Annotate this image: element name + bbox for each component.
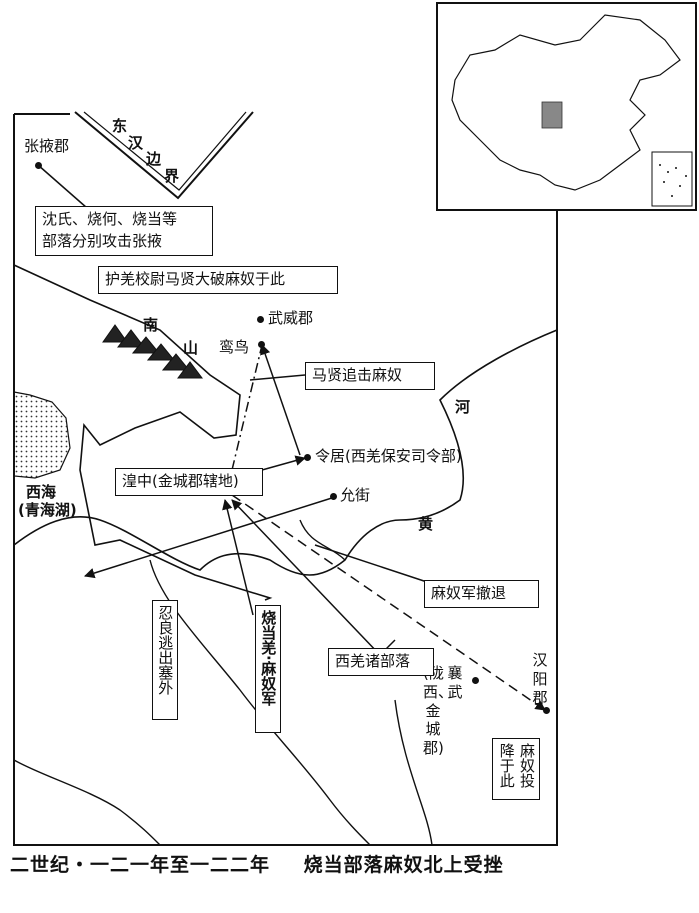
river-label-he: 河 xyxy=(455,398,471,416)
luanniao-dot xyxy=(258,341,265,348)
border-label-1: 东 xyxy=(112,117,128,135)
qinghai-lake xyxy=(13,391,71,479)
river-label-huang: 黄 xyxy=(418,515,434,533)
lingju-label: 令居(西羌保安司令部) xyxy=(315,447,462,465)
lingju-dot xyxy=(304,454,311,461)
inset-highlight xyxy=(541,101,563,129)
maxian-pursue-box: 马贤追击麻奴 xyxy=(305,362,435,390)
east-river xyxy=(394,699,433,846)
route-lines xyxy=(37,164,546,711)
xiangwu-label: 襄武 xyxy=(447,664,463,701)
xiangwu-note-label: (陇西、金城郡) xyxy=(423,664,454,757)
yellow-river xyxy=(13,329,558,576)
xihai-note-label: (青海湖) xyxy=(18,501,77,519)
caption-title: 烧当部落麻奴北上受挫 xyxy=(303,854,504,876)
border-label-4: 界 xyxy=(164,167,180,185)
xiqiang-tribes-box: 西羌诸部落 xyxy=(328,648,434,676)
renliang-box: 忍良逃出塞外 xyxy=(152,600,179,720)
border-label-2: 汉 xyxy=(128,134,144,152)
han-border xyxy=(74,111,254,200)
yunjie-dot xyxy=(330,493,337,500)
attack-zhangye-line1: 沈氏、烧何、烧当等 xyxy=(42,210,178,228)
wuwei-dot xyxy=(257,316,264,323)
hanyang-dot xyxy=(543,707,550,714)
huangzhong-box: 湟中(金城郡辖地) xyxy=(115,468,263,496)
west-river xyxy=(13,759,161,846)
inset-china-outline xyxy=(451,14,681,191)
boundary-line xyxy=(13,264,273,601)
nanshan-mountains xyxy=(102,324,203,379)
hanyang-label: 汉阳郡 xyxy=(532,651,548,707)
inset-islands xyxy=(659,164,687,197)
attack-zhangye-box: 沈氏、烧何、烧当等 部落分别攻击张掖 xyxy=(35,206,213,256)
yunjie-label: 允街 xyxy=(340,486,371,504)
wuwei-label: 武威郡 xyxy=(268,309,314,327)
nanshan-label-2: 山 xyxy=(183,339,199,357)
zhangye-dot xyxy=(35,162,42,169)
border-label-3: 边 xyxy=(146,150,162,168)
zhangye-label: 张掖郡 xyxy=(24,137,70,155)
tao-river xyxy=(299,519,346,561)
shaodang-box: 烧当羌·麻奴军 xyxy=(255,605,282,733)
caption-date: 二世纪・一二一年至一二二年 xyxy=(10,854,271,876)
map-caption: 二世纪・一二一年至一二二年 烧当部落麻奴北上受挫 xyxy=(10,850,690,878)
attack-zhangye-line2: 部落分别攻击张掖 xyxy=(42,231,163,250)
xihai-label: 西海 xyxy=(26,483,57,501)
luanniao-label: 鸾鸟 xyxy=(219,338,250,356)
maxian-defeat-box: 护羌校尉马贤大破麻奴于此 xyxy=(98,266,338,294)
retreat-box: 麻奴军撤退 xyxy=(424,580,539,608)
map-frame xyxy=(13,113,558,846)
nanshan-label-1: 南 xyxy=(143,316,159,334)
surrender-box: 麻奴投降于此 xyxy=(492,738,540,800)
xiangwu-dot xyxy=(472,677,479,684)
inset-south-sea xyxy=(651,151,693,207)
